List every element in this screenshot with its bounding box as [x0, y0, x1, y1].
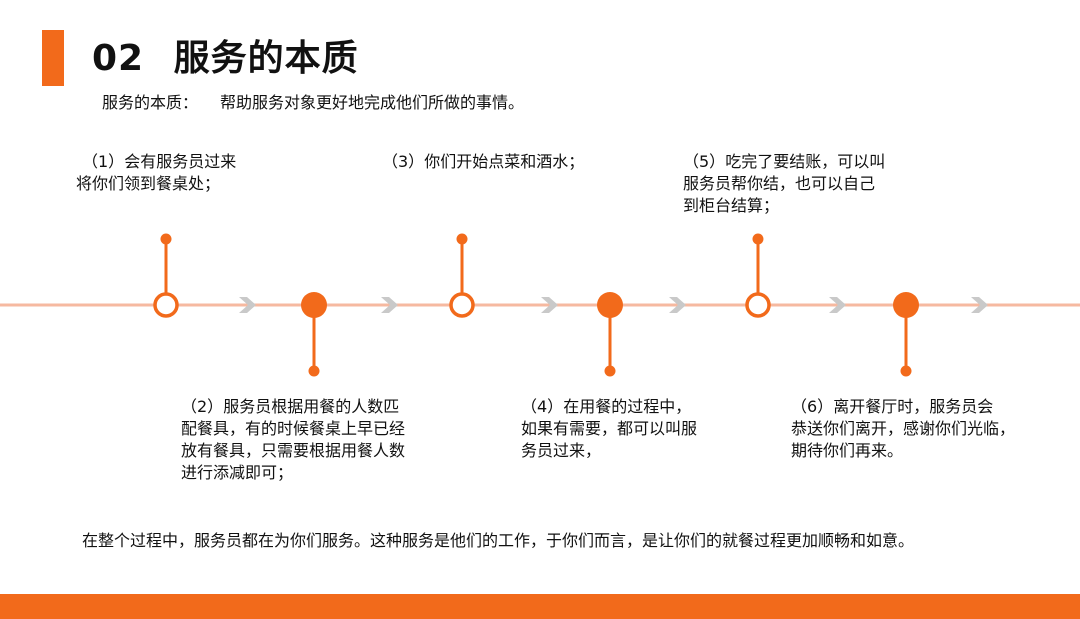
definition: 服务的本质： 帮助服务对象更好地完成他们所做的事情。	[102, 92, 524, 114]
chevron-icon	[829, 297, 846, 313]
stem-end-dot	[900, 365, 912, 377]
step-6-line-2: 恭送你们离开，感谢你们光临，	[791, 419, 1016, 438]
stem-end-dot	[752, 233, 764, 245]
stem-end-dot	[456, 233, 468, 245]
definition-label: 服务的本质：	[102, 93, 199, 112]
step-3-text: （3）你们开始点菜和酒水；	[382, 151, 584, 173]
step-1-text: （1）会有服务员过来 将你们领到餐桌处；	[76, 151, 237, 195]
step-2-number: （2）	[181, 397, 224, 416]
step-6-line-1: （6）离开餐厅时，服务员会	[791, 397, 994, 416]
stem-end-dot	[308, 365, 320, 377]
timeline-chevrons	[239, 297, 988, 313]
step-5-line-2: 服务员帮你结，也可以自己	[683, 174, 876, 193]
step-1-number: （1）	[82, 152, 125, 171]
hollow-node-marker	[449, 292, 475, 318]
filled-node-marker	[301, 292, 327, 318]
step-1-line-2: 将你们领到餐桌处；	[76, 174, 221, 193]
step-1-line-1: （1）会有服务员过来	[82, 152, 237, 171]
title-accent-bar	[42, 30, 64, 86]
summary-text: 在整个过程中，服务员都在为你们服务。这种服务是他们的工作，于你们而言，是让你们的…	[82, 531, 915, 550]
step-3-line-1: （3）你们开始点菜和酒水；	[382, 152, 585, 171]
chevron-icon	[971, 297, 988, 313]
timeline-nodes	[153, 233, 919, 377]
step-2-text: （2）服务员根据用餐的人数匹 配餐具，有的时候餐桌上早已经 放有餐具，只需要根据…	[181, 396, 405, 484]
section-title: 服务的本质	[173, 38, 359, 79]
stem-end-dot	[160, 233, 172, 245]
step-5-line-3: 到柜台结算；	[683, 196, 780, 215]
filled-node-marker	[893, 292, 919, 318]
step-3-number: （3）	[382, 152, 425, 171]
step-5-line-1: （5）吃完了要结账，可以叫	[683, 152, 886, 171]
step-5-number: （5）	[683, 152, 726, 171]
step-2-line-1: （2）服务员根据用餐的人数匹	[181, 397, 400, 416]
chevron-icon	[381, 297, 398, 313]
chevron-icon	[541, 297, 558, 313]
section-number: 02	[92, 38, 145, 79]
step-5-text: （5）吃完了要结账，可以叫 服务员帮你结，也可以自己 到柜台结算；	[683, 151, 885, 217]
step-2-line-4: 进行添减即可；	[181, 463, 294, 482]
step-2-line-2: 配餐具，有的时候餐桌上早已经	[181, 419, 406, 438]
hollow-node-marker	[745, 292, 771, 318]
stem-end-dot	[604, 365, 616, 377]
filled-node-marker	[597, 292, 623, 318]
definition-content: 帮助服务对象更好地完成他们所做的事情。	[220, 93, 525, 112]
step-6-number: （6）	[791, 397, 834, 416]
step-4-line-1: （4）在用餐的过程中，	[521, 397, 692, 416]
step-4-text: （4）在用餐的过程中， 如果有需要，都可以叫服 务员过来，	[521, 396, 697, 462]
step-4-line-3: 务员过来，	[521, 441, 602, 460]
step-4-number: （4）	[521, 397, 564, 416]
bottom-band	[0, 594, 1080, 619]
step-6-line-3: 期待你们再来。	[791, 441, 904, 460]
step-2-line-3: 放有餐具，只需要根据用餐人数	[181, 441, 406, 460]
step-4-line-2: 如果有需要，都可以叫服	[521, 419, 698, 438]
step-6-text: （6）离开餐厅时，服务员会 恭送你们离开，感谢你们光临， 期待你们再来。	[791, 396, 1015, 462]
hollow-node-marker	[153, 292, 179, 318]
chevron-icon	[669, 297, 686, 313]
page-title: 02 服务的本质	[92, 34, 359, 84]
chevron-icon	[239, 297, 256, 313]
